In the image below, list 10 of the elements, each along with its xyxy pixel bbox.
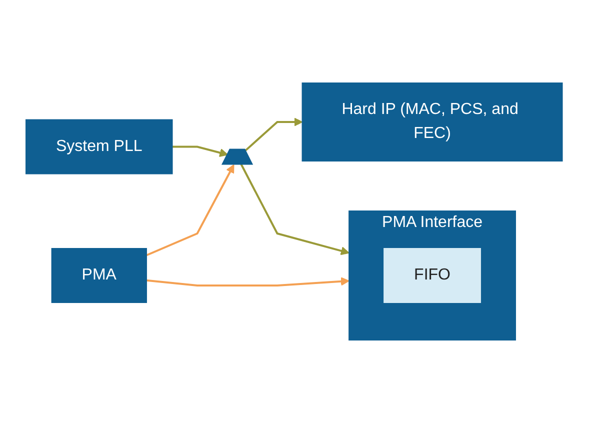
arrow bbox=[245, 118, 304, 152]
node-box: System PLL bbox=[26, 119, 174, 174]
arrow bbox=[172, 146, 229, 157]
node-box: FIFO bbox=[384, 248, 482, 303]
arrow bbox=[240, 164, 350, 256]
node-box: Hard IP (MAC, PCS, and FEC) bbox=[302, 82, 564, 162]
arrow bbox=[146, 277, 350, 286]
node-box: PMA bbox=[52, 248, 148, 303]
node-trapezoid bbox=[222, 148, 254, 165]
arrow bbox=[146, 164, 235, 256]
